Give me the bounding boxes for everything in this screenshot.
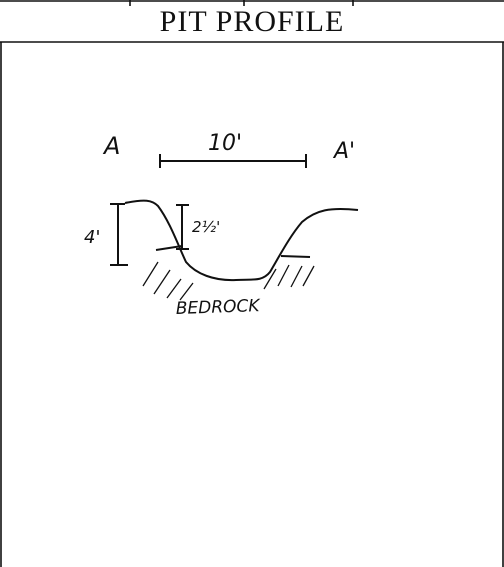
section-label-right: A'	[332, 139, 355, 164]
page-title: PIT PROFILE	[159, 5, 345, 38]
bedrock-contact-lines	[155, 245, 311, 258]
depth-total-bracket	[110, 203, 128, 266]
bedrock-label: BEDROCK	[175, 296, 261, 319]
width-dimension-label: 10'	[208, 131, 242, 156]
depth-partial-bracket	[176, 204, 189, 250]
depth-partial-label: 2½'	[192, 218, 220, 236]
section-label-left: A	[102, 132, 120, 160]
title-band: PIT PROFILE	[0, 0, 504, 42]
pit-profile-line	[124, 199, 359, 282]
bedrock-hatching	[142, 261, 315, 301]
width-dimension-line	[159, 154, 307, 168]
depth-total-label: 4'	[84, 227, 100, 248]
